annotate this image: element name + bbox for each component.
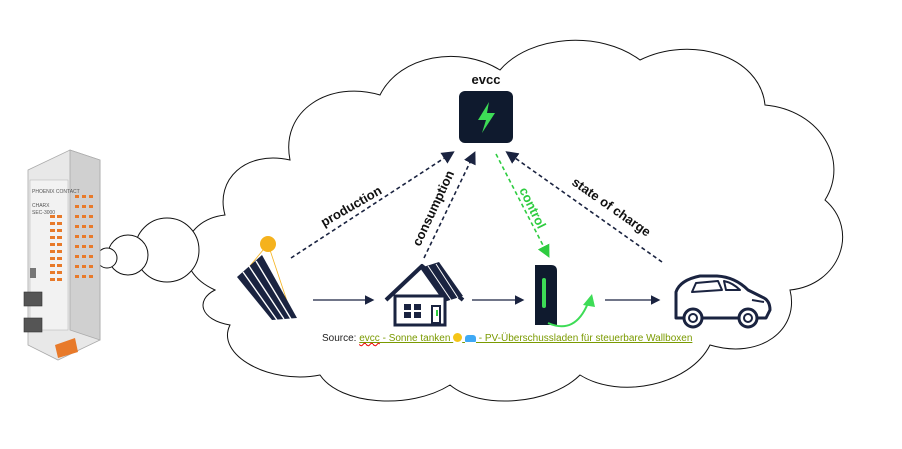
source-citation: Source: evcc - Sonne tanken - PV-Übersch…	[322, 333, 692, 344]
terminal-block-left	[50, 215, 62, 281]
car-icon	[674, 274, 772, 329]
terminal-block-right	[75, 195, 93, 278]
usb-port	[30, 268, 36, 278]
source-link[interactable]: evcc - Sonne tanken - PV-Überschussladen…	[359, 333, 692, 344]
source-link-part2: - Sonne tanken	[379, 333, 454, 344]
evcc-hub-icon	[459, 91, 513, 143]
arrow-state-of-charge	[505, 151, 663, 263]
charx-controller-device: PHOENIX CONTACT CHARX SEC-3000	[23, 149, 101, 361]
wallbox-icon	[535, 265, 595, 328]
din-clip	[55, 338, 78, 358]
source-link-part1: evcc	[359, 333, 380, 344]
solar-panel-icon	[237, 236, 297, 321]
arrow-consumption	[423, 151, 476, 259]
ethernet-port-1	[23, 291, 43, 307]
car-emoji-icon	[464, 335, 476, 342]
device-model-line2: SEC-3000	[32, 210, 55, 216]
sun-emoji-icon	[453, 333, 463, 342]
hub-title: evcc	[472, 72, 501, 87]
source-link-part3: - PV-Überschussladen für steuerbare Wall…	[475, 333, 693, 344]
house-icon	[384, 262, 465, 327]
arrow-control	[495, 153, 550, 258]
device-model-line1: CHARX	[32, 203, 50, 209]
ethernet-port-2	[23, 317, 43, 333]
thought-cloud	[185, 39, 843, 402]
source-prefix: Source:	[322, 333, 360, 344]
lightning-bolt-icon	[478, 102, 495, 133]
device-brand: PHOENIX CONTACT	[32, 189, 80, 195]
